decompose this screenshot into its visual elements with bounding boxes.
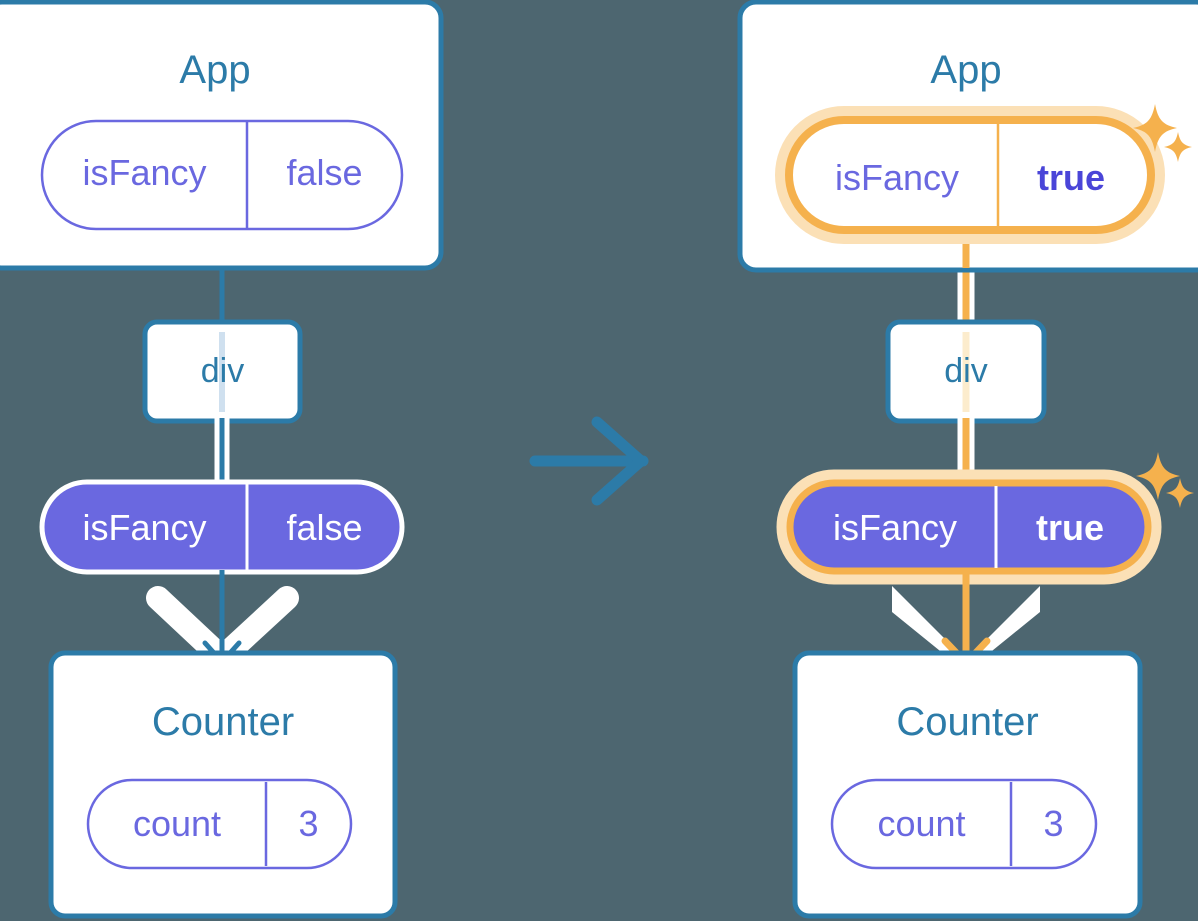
left-app-state-value: false (286, 152, 363, 193)
right-div-label: div (944, 352, 988, 390)
right-counter-state-value: 3 (1043, 803, 1064, 844)
left-counter-state-pill (86, 778, 353, 870)
right-app-title: App (930, 48, 1002, 92)
left-counter-title: Counter (151, 700, 295, 744)
right-app-state-pill-glow (775, 106, 1165, 244)
right-counter-state-pill (830, 778, 1098, 870)
left-prop-key: isFancy (82, 507, 207, 548)
right-counter-state-key: count (877, 803, 966, 844)
left-counter-state-value: 3 (298, 803, 319, 844)
right-prop-value: true (1035, 507, 1104, 548)
right-prop-key: isFancy (832, 507, 958, 548)
left-app-state-pill (40, 119, 404, 231)
right-app-state-value: true (1036, 157, 1105, 198)
right-app-state-key: isFancy (834, 157, 960, 198)
sparkle-icon-pill-small (1166, 478, 1194, 508)
sparkle-icon-app-small (1164, 132, 1192, 162)
left-div-label: div (200, 352, 245, 390)
left-prop-value: false (286, 507, 363, 548)
right-counter-title: Counter (896, 700, 1039, 744)
left-down-arrow (202, 570, 242, 665)
right-app-state-pill-ring (785, 116, 1155, 234)
sparkle-icon-pill-large (1136, 452, 1180, 500)
sparkle-icon-app-large (1133, 104, 1177, 152)
left-counter-state-key: count (132, 803, 222, 844)
left-app-title: App (179, 48, 251, 92)
right-arrow-wings (892, 586, 1040, 672)
left-app-state-key: isFancy (82, 152, 207, 193)
transition-arrow-icon (529, 416, 649, 506)
